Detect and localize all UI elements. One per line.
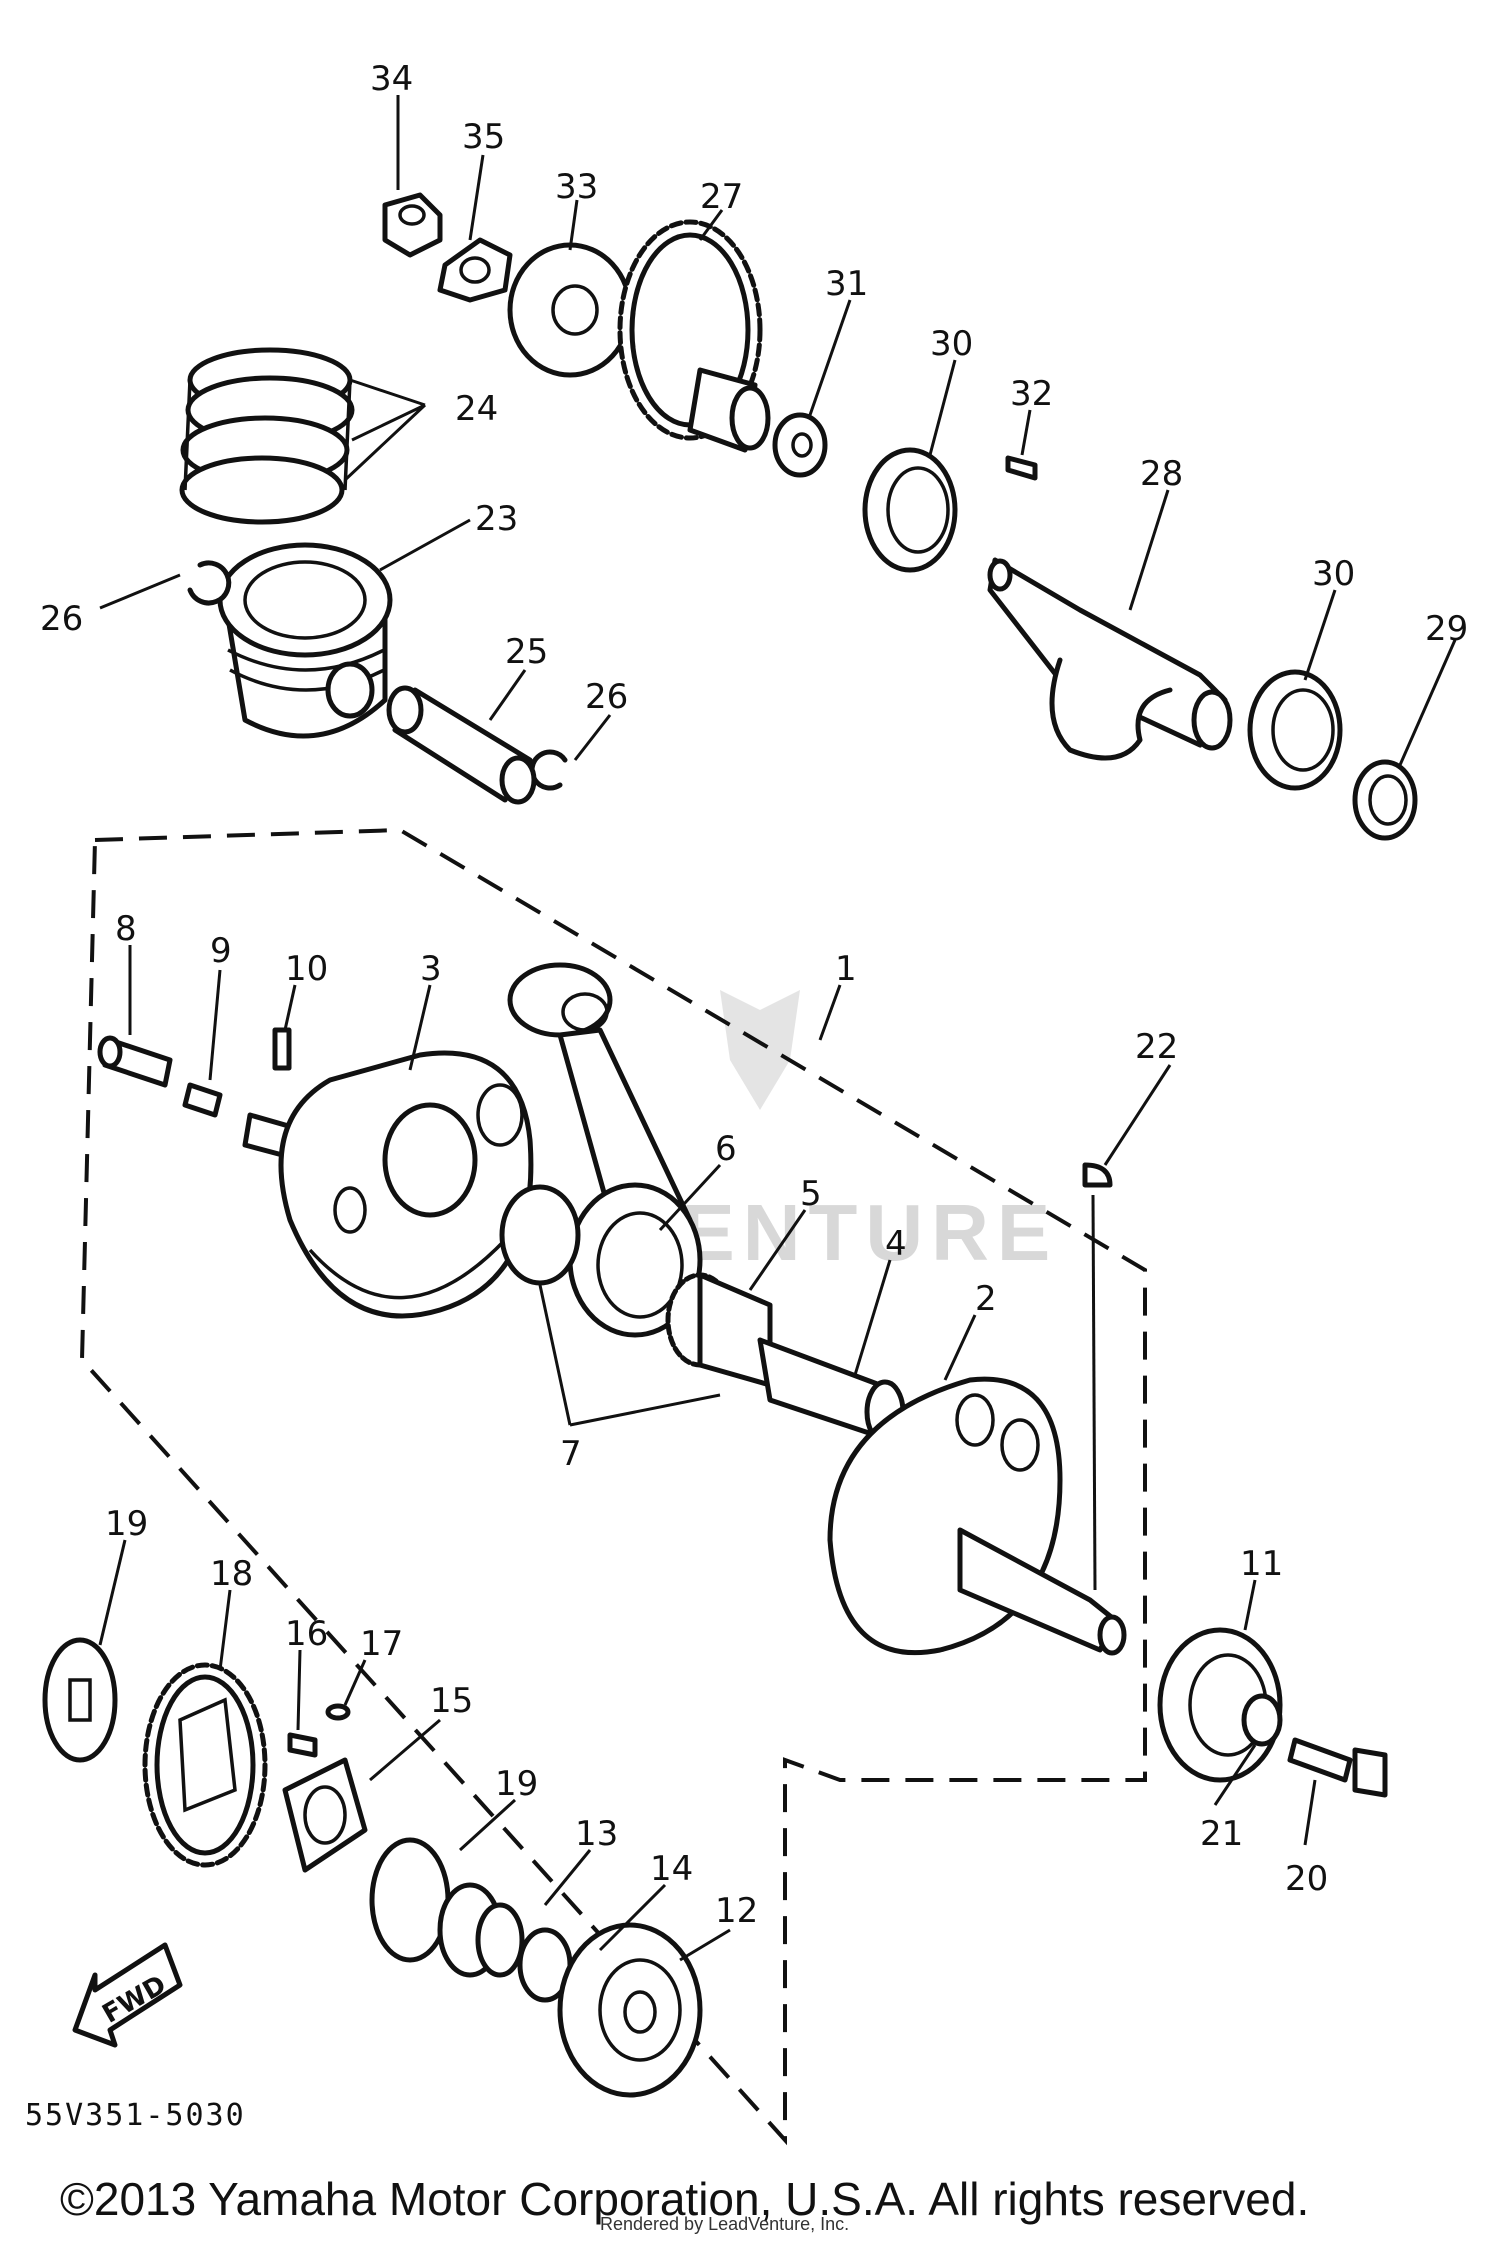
label-19-right: 19 <box>495 1764 538 1804</box>
pin <box>272 1027 292 1071</box>
label-14: 14 <box>650 1849 693 1889</box>
label-33: 33 <box>555 167 598 207</box>
copyright-notice: ©2013 Yamaha Motor Corporation, U.S.A. A… <box>60 2173 1309 2225</box>
bolt <box>97 1035 173 1088</box>
label-21: 21 <box>1200 1814 1243 1854</box>
nut <box>382 192 443 258</box>
label-10: 10 <box>285 949 328 989</box>
lock-washer <box>437 237 513 303</box>
label-34: 34 <box>370 59 413 99</box>
plate-left <box>42 1637 118 1763</box>
label-13: 13 <box>575 1814 618 1854</box>
label-16: 16 <box>285 1614 328 1654</box>
forward-arrow: FWD <box>72 1942 183 2048</box>
sprocket <box>142 1662 268 1868</box>
label-25: 25 <box>505 632 548 672</box>
bearing-upper <box>862 447 958 573</box>
label-6: 6 <box>715 1129 737 1169</box>
bearing-lower <box>1247 669 1343 791</box>
part-numbers: 34 35 33 27 31 30 32 24 28 23 26 30 29 2… <box>40 59 1468 1931</box>
piston-pin <box>386 685 537 805</box>
label-1: 1 <box>835 949 857 989</box>
primary-drive-gear <box>617 219 771 453</box>
diagram-code: 55V351-5030 <box>25 2098 246 2133</box>
plate-washer <box>507 242 633 378</box>
piston-rings <box>179 347 355 525</box>
crank-key <box>1082 1162 1113 1188</box>
label-5: 5 <box>800 1174 822 1214</box>
needle-bearing <box>665 1272 773 1388</box>
label-30-upper: 30 <box>930 324 973 364</box>
circlip-right <box>529 749 568 791</box>
label-8: 8 <box>115 909 137 949</box>
crank-bearing-left <box>557 1922 703 2098</box>
label-26-left: 26 <box>40 599 83 639</box>
label-29: 29 <box>1425 609 1468 649</box>
label-18: 18 <box>210 1554 253 1594</box>
label-9: 9 <box>210 931 232 971</box>
label-12: 12 <box>715 1891 758 1931</box>
leader-lines <box>98 95 1457 1962</box>
hub-15 <box>282 1757 368 1873</box>
label-27: 27 <box>700 177 743 217</box>
oil-seal <box>1352 759 1418 841</box>
label-15: 15 <box>430 1681 473 1721</box>
label-2: 2 <box>975 1279 997 1319</box>
label-24: 24 <box>455 389 498 429</box>
plate-right <box>369 1837 451 1963</box>
label-23: 23 <box>475 499 518 539</box>
label-28: 28 <box>1140 454 1183 494</box>
label-17: 17 <box>360 1624 403 1664</box>
piston <box>217 542 393 739</box>
label-35: 35 <box>462 117 505 157</box>
crank-wheel-left <box>242 1050 534 1319</box>
balancer-shaft <box>987 557 1233 761</box>
thrust-washer <box>499 1184 581 1286</box>
flange-bolt <box>1287 1737 1388 1798</box>
gear-13 <box>437 1882 525 1978</box>
spring-16 <box>287 1732 318 1758</box>
washer <box>772 412 828 478</box>
label-4: 4 <box>885 1224 907 1264</box>
pin-17 <box>325 1703 351 1721</box>
label-26-right: 26 <box>585 677 628 717</box>
collar <box>1241 1693 1283 1747</box>
label-11: 11 <box>1240 1544 1283 1584</box>
circlip-left <box>187 560 232 606</box>
label-7: 7 <box>560 1434 582 1474</box>
label-31: 31 <box>825 264 868 304</box>
label-22: 22 <box>1135 1027 1178 1067</box>
label-19-left: 19 <box>105 1504 148 1544</box>
label-20: 20 <box>1285 1859 1328 1899</box>
spring <box>182 1082 223 1118</box>
label-32: 32 <box>1010 374 1053 414</box>
rendered-by-note: Rendered by LeadVenture, Inc. <box>600 2214 849 2234</box>
label-3: 3 <box>420 949 442 989</box>
crankshaft-assembly-boundary <box>79 827 1147 2146</box>
woodruff-key <box>1005 455 1038 481</box>
label-30-lower: 30 <box>1312 554 1355 594</box>
crank-wheel-right <box>827 1376 1127 1656</box>
